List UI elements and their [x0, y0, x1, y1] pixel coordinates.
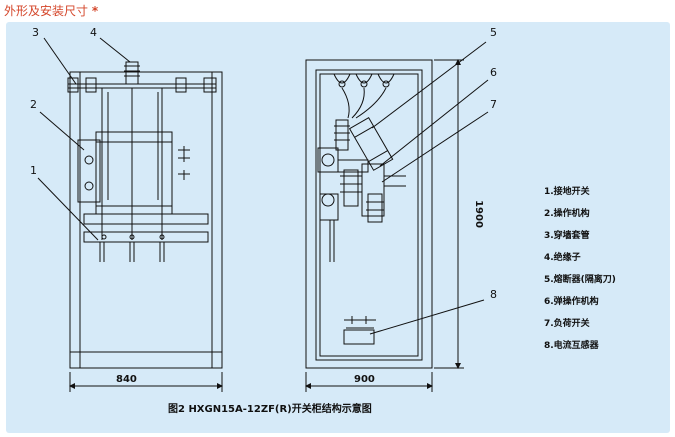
- side-load-switch: [343, 169, 359, 207]
- callout-leader-8: [369, 299, 485, 335]
- page-heading-mark: *: [91, 4, 99, 18]
- legend-item-1: 1.接地开关: [544, 185, 590, 197]
- callout-leader-5: [371, 41, 487, 129]
- callout-8: 8: [490, 288, 497, 301]
- side-view: [305, 41, 489, 392]
- front-switch-body: [95, 131, 173, 215]
- front-earthing-switch: [83, 213, 209, 225]
- front-frame-inner: [79, 71, 213, 369]
- legend-item-4: 4.绝缘子: [544, 251, 581, 263]
- front-bushing-right: [203, 77, 217, 93]
- component-legend: 1.接地开关 2.操作机构 3.穿墙套管 4.绝缘子 5.熔断器(隔离刀) 6.…: [544, 185, 616, 351]
- front-bushing-left: [67, 77, 79, 93]
- side-fuse: [348, 116, 394, 171]
- callout-1: 1: [30, 164, 37, 177]
- callout-leader-4: [99, 37, 131, 63]
- legend-item-3: 3.穿墙套管: [544, 229, 590, 241]
- diagram-caption: 图2 HXGN15A-12ZF(R)开关柜结构示意图: [168, 402, 372, 415]
- page-heading-text: 外形及安装尺寸: [4, 4, 89, 18]
- side-frame-outer: [305, 59, 433, 369]
- side-width-dimension: 900: [354, 374, 375, 385]
- side-frame-inner: [315, 69, 423, 361]
- legend-item-6: 6.弹操作机构: [544, 295, 599, 307]
- side-height-dimension: 1900: [473, 200, 484, 228]
- callout-leader-3: [43, 37, 77, 85]
- callout-leader-1: [37, 177, 99, 241]
- callout-leader-2: [39, 111, 85, 151]
- callout-6: 6: [490, 66, 497, 79]
- side-current-transformer: [343, 329, 375, 345]
- callout-2: 2: [30, 98, 37, 111]
- callout-7: 7: [490, 98, 497, 111]
- legend-item-5: 5.熔断器(隔离刀): [544, 273, 616, 285]
- legend-item-7: 7.负荷开关: [544, 317, 590, 329]
- front-view: [37, 37, 223, 392]
- callout-leader-6: [379, 79, 489, 167]
- front-insulator: [125, 61, 139, 85]
- side-insulator-1: [333, 73, 351, 84]
- front-frame-outer: [69, 71, 223, 369]
- legend-item-2: 2.操作机构: [544, 207, 590, 219]
- callout-3: 3: [32, 26, 39, 39]
- callout-5: 5: [490, 26, 497, 39]
- legend-item-8: 8.电流互感器: [544, 339, 600, 351]
- side-mechanism: [317, 147, 339, 173]
- diagram-panel: [6, 22, 670, 433]
- front-operating-mechanism: [77, 139, 101, 203]
- callout-leader-7: [381, 111, 489, 183]
- callout-4: 4: [90, 26, 97, 39]
- page-heading: 外形及安装尺寸 *: [4, 2, 98, 19]
- front-width-dimension: 840: [116, 374, 137, 385]
